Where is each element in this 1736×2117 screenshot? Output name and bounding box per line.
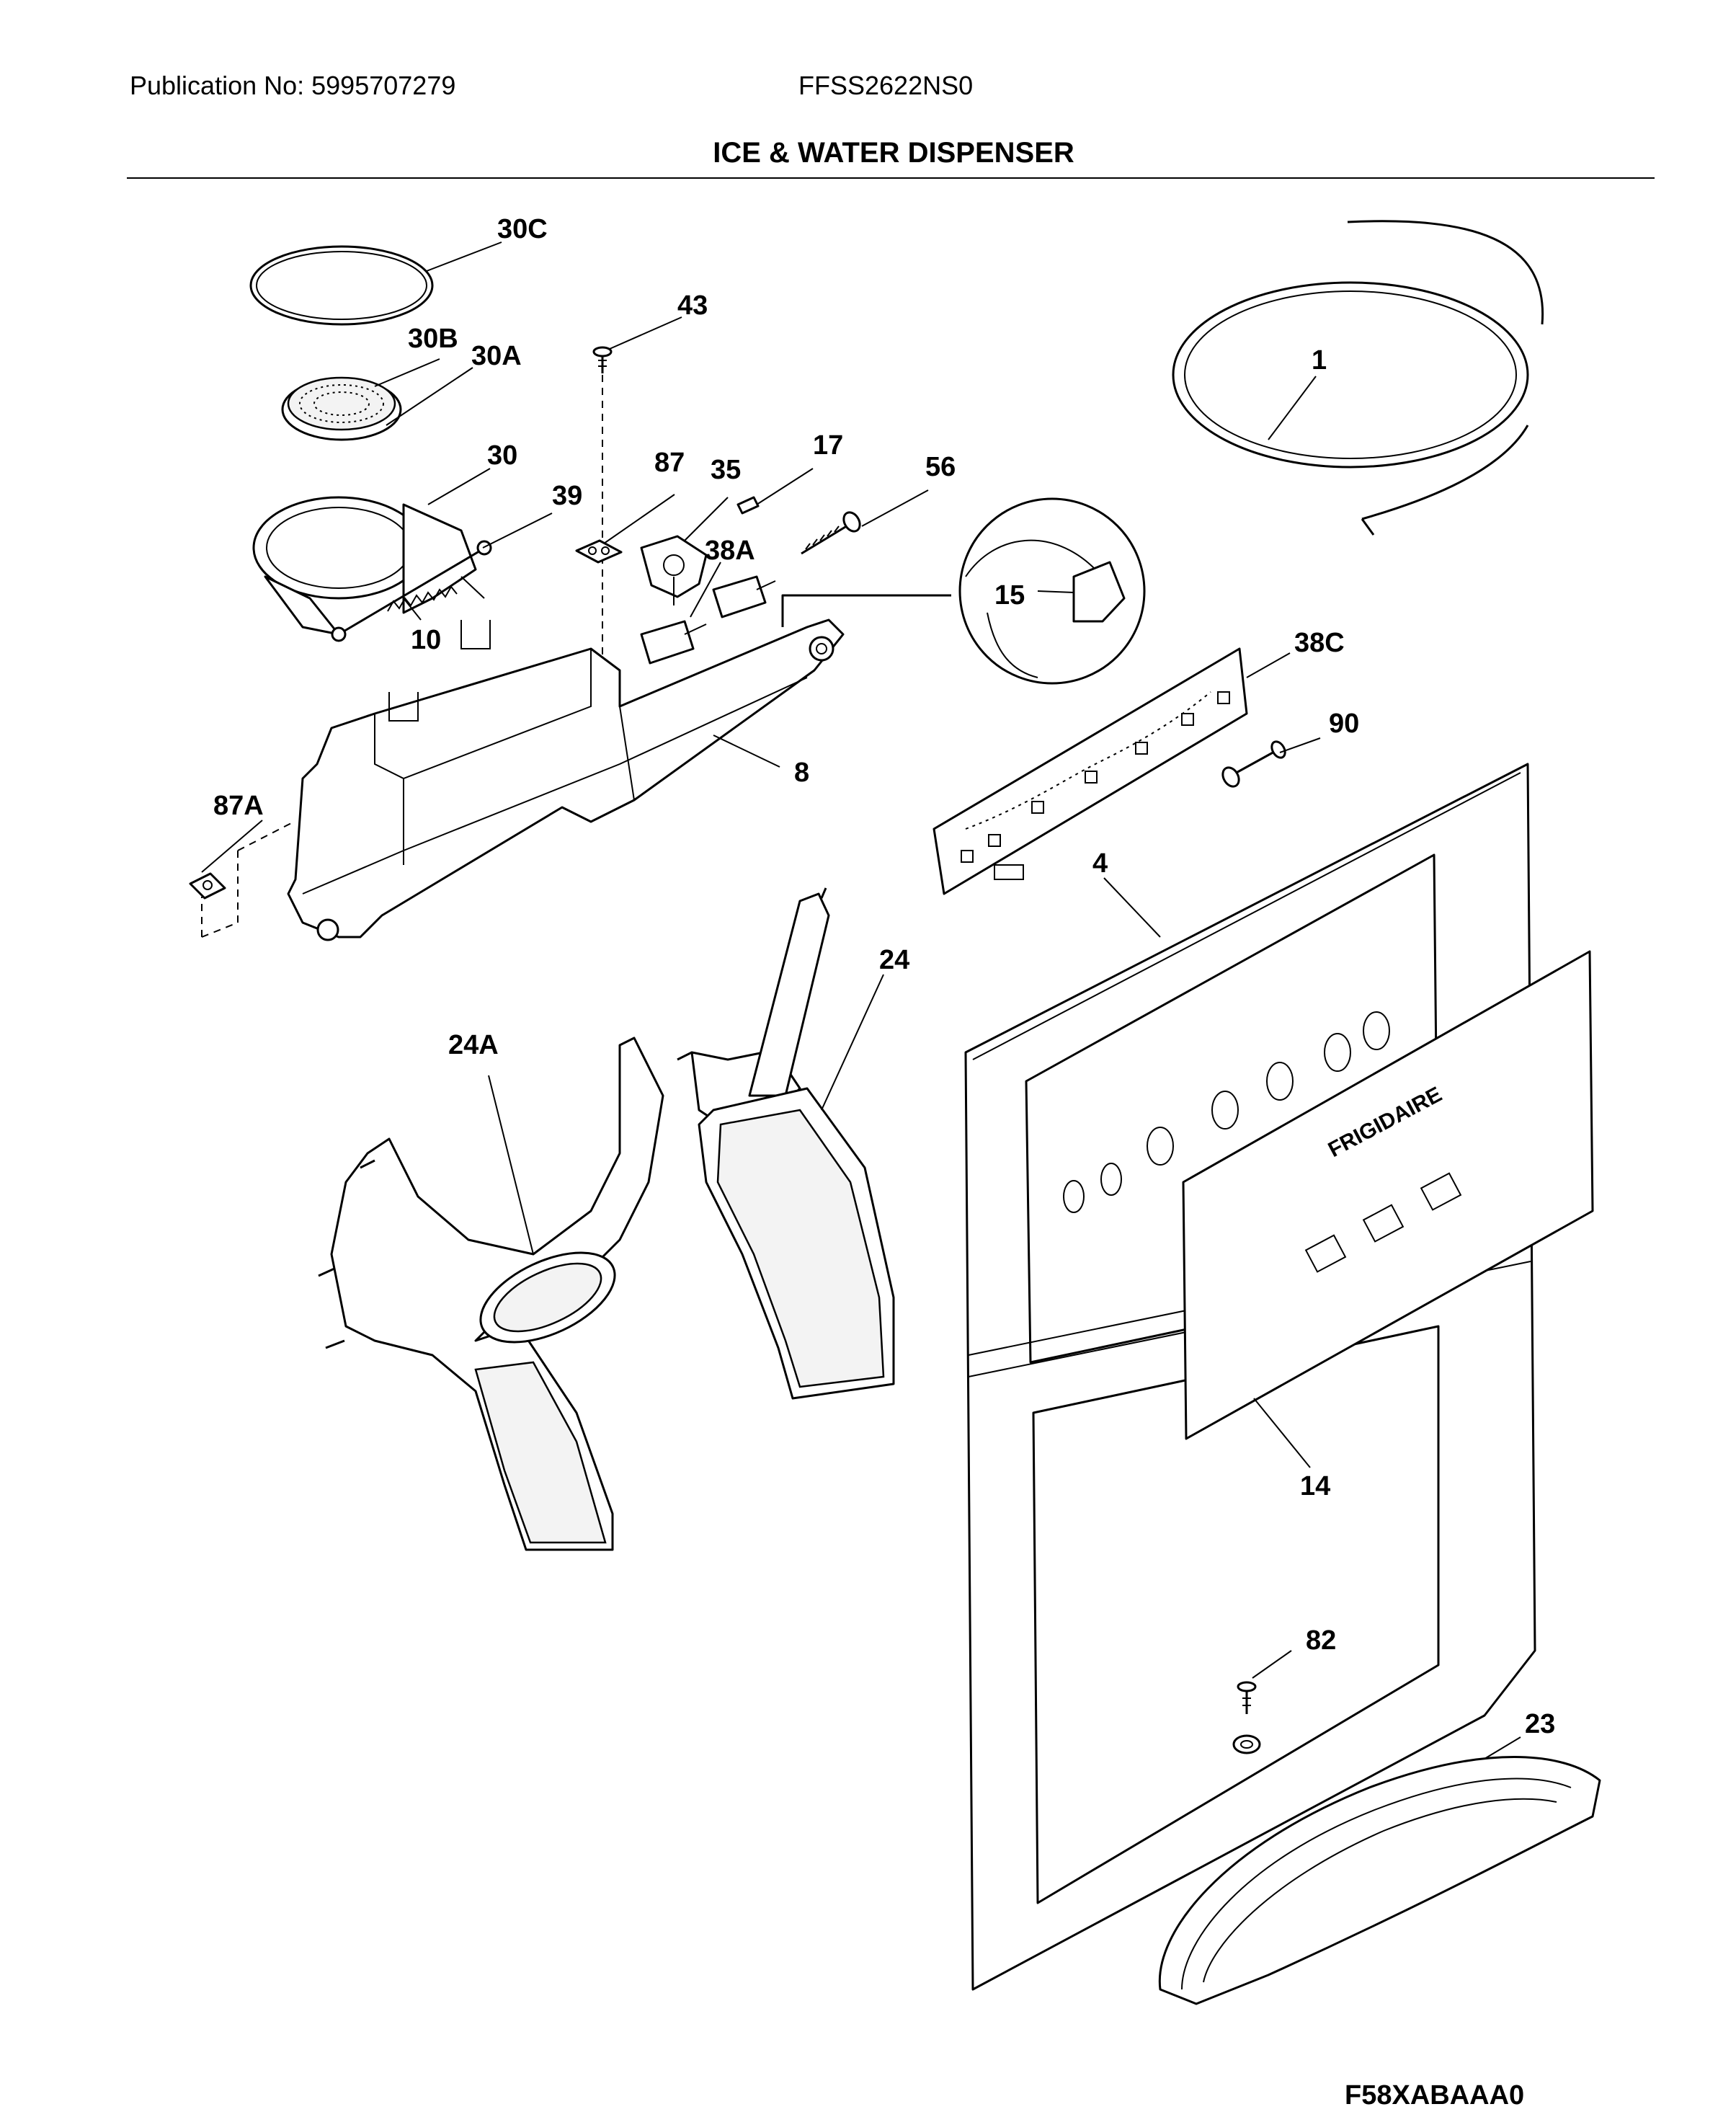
callout-39: 39	[552, 481, 582, 511]
part-38c-control-board	[932, 647, 1248, 895]
callout-30b: 30B	[408, 324, 458, 354]
callout-14: 14	[1300, 1471, 1330, 1501]
callout-87a: 87A	[213, 791, 264, 821]
part-35-actuator	[640, 535, 708, 605]
callout-38c: 38C	[1294, 628, 1345, 658]
part-82-screw	[1232, 1681, 1261, 1754]
callout-90: 90	[1329, 709, 1359, 739]
callout-30c: 30C	[497, 214, 548, 244]
title-divider	[127, 177, 1655, 179]
publication-number: Publication No: 5995707279	[130, 71, 456, 100]
callout-15: 15	[994, 580, 1025, 611]
callout-23: 23	[1525, 1709, 1555, 1739]
part-8-housing	[287, 618, 845, 941]
part-30c-gasket	[249, 245, 434, 326]
callout-87: 87	[654, 448, 685, 478]
callout-10: 10	[411, 625, 441, 655]
part-1-tubing	[1172, 220, 1544, 536]
part-23-drip-tray	[1158, 1756, 1601, 2005]
part-15-detail-callout	[781, 497, 1146, 685]
page-title: ICE & WATER DISPENSER	[713, 137, 1074, 169]
callout-30: 30	[487, 440, 517, 471]
part-30-flap-door	[252, 496, 477, 636]
leader-lines	[201, 241, 1521, 1759]
part-14-overlay: FRIGIDAIRE	[1182, 950, 1594, 1440]
model-number: FFSS2622NS0	[798, 71, 974, 100]
part-38a-switches	[640, 575, 776, 665]
callout-30a: 30A	[471, 341, 522, 371]
callout-82: 82	[1306, 1625, 1336, 1656]
part-24-paddle	[677, 887, 895, 1400]
part-87a-gasket	[189, 821, 295, 938]
callout-35: 35	[711, 455, 741, 485]
part-90-screw	[1221, 740, 1286, 788]
callout-24: 24	[879, 945, 909, 975]
drawing-code: F58XABAAA0	[1345, 2080, 1525, 2111]
callout-17: 17	[813, 430, 843, 461]
part-17-screw	[736, 496, 760, 515]
callout-4: 4	[1092, 848, 1108, 879]
part-56-long-screw	[801, 511, 861, 555]
callout-38a: 38A	[705, 536, 755, 566]
callout-56: 56	[925, 452, 956, 482]
callout-43: 43	[677, 290, 708, 321]
part-30ab-filter	[281, 376, 402, 441]
callout-24a: 24A	[448, 1030, 499, 1060]
callout-1: 1	[1312, 345, 1327, 376]
part-24a-ice-chute	[318, 1037, 664, 1551]
part-87-gasket	[575, 539, 623, 564]
part-43-screw	[592, 346, 613, 373]
callout-8: 8	[794, 758, 809, 788]
